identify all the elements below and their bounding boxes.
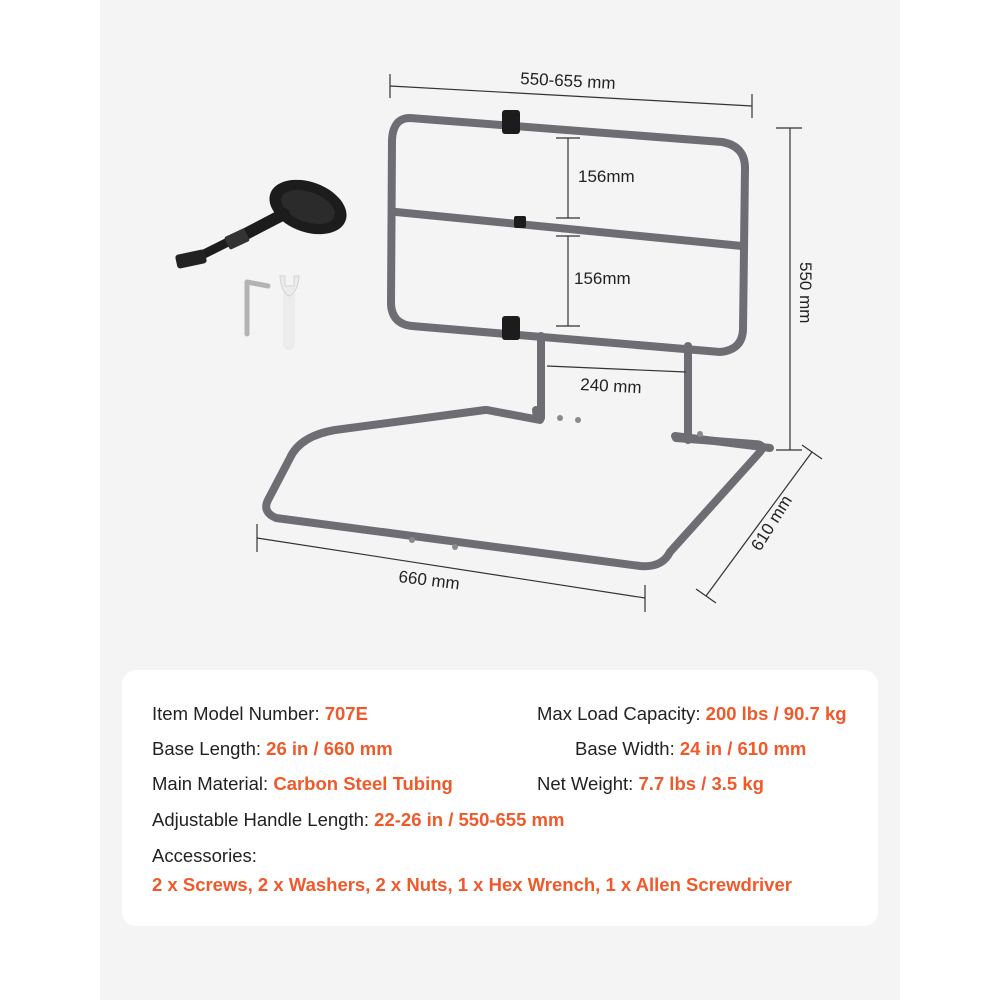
dim-lower-gap: 156mm bbox=[574, 269, 631, 288]
spec-base-length: Base Length: 26 in / 660 mm bbox=[152, 738, 393, 759]
support-posts bbox=[537, 332, 692, 444]
dimension-lines bbox=[256, 74, 823, 612]
open-wrench-image bbox=[279, 275, 300, 350]
spec-max-load: Max Load Capacity: 200 lbs / 90.7 kg bbox=[537, 703, 847, 724]
dim-base-length: 660 mm bbox=[398, 567, 461, 593]
dim-depth: 610 mm bbox=[747, 492, 796, 554]
spec-accessories-value: 2 x Screws, 2 x Washers, 2 x Nuts, 1 x H… bbox=[152, 874, 792, 895]
dim-post-spacing: 240 mm bbox=[580, 375, 642, 397]
base-frame bbox=[262, 406, 774, 571]
spec-model: Item Model Number: 707E bbox=[152, 703, 368, 724]
dim-upper-gap: 156mm bbox=[578, 167, 635, 186]
dim-height: 550 mm bbox=[796, 262, 815, 323]
spec-card bbox=[122, 670, 878, 926]
spec-base-width: Base Width: 24 in / 610 mm bbox=[575, 738, 807, 759]
dim-handle-width: 550-655 mm bbox=[520, 69, 616, 93]
spec-net-weight: Net Weight: 7.7 lbs / 3.5 kg bbox=[537, 773, 764, 794]
safety-strap-image bbox=[175, 179, 347, 269]
base-bolts bbox=[409, 415, 703, 550]
spec-material: Main Material: Carbon Steel Tubing bbox=[152, 773, 453, 794]
hex-wrench-image bbox=[244, 279, 271, 337]
bed-rail-illustration: 550-655 mm 156mm 156mm 240 mm 550 mm 610… bbox=[175, 69, 823, 612]
spec-accessories-label: Accessories: bbox=[152, 845, 257, 866]
spec-handle-length: Adjustable Handle Length: 22-26 in / 550… bbox=[152, 809, 565, 830]
adjust-knobs bbox=[502, 110, 526, 340]
handle-frame bbox=[387, 114, 749, 356]
